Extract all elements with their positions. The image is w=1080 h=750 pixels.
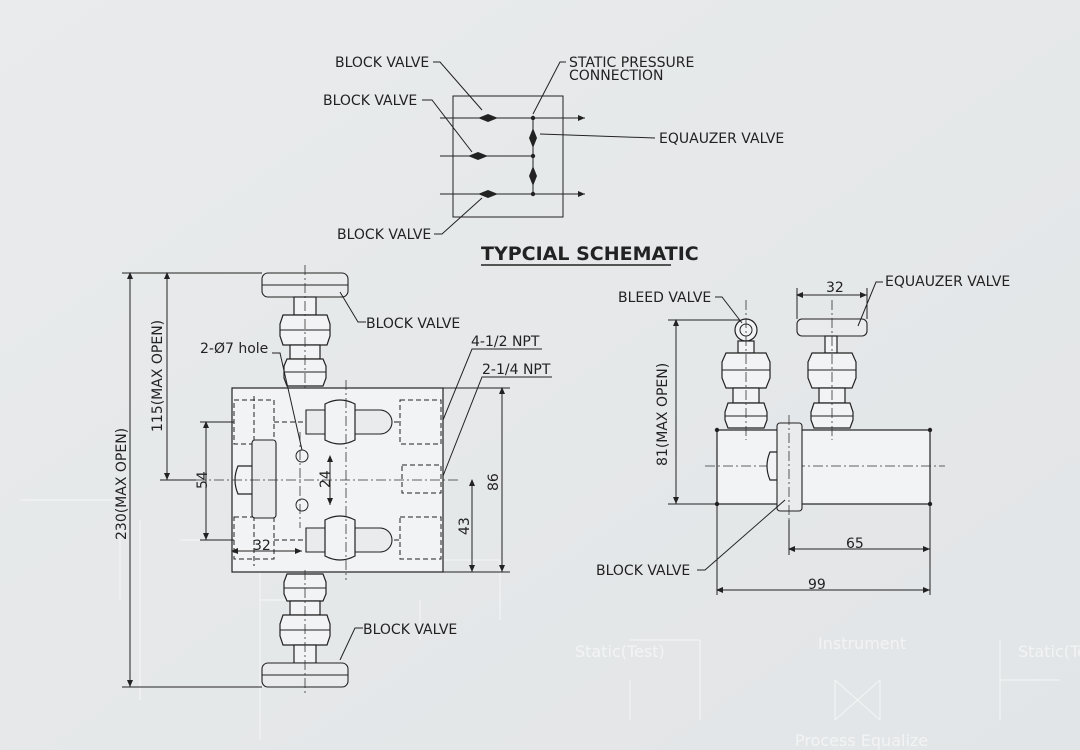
dim-32-front: 32 — [253, 538, 271, 554]
bleed-valve-label: BLEED VALVE — [618, 290, 711, 306]
side-block-valve — [776, 422, 803, 512]
dim-99: 99 — [808, 577, 826, 593]
front-block-valve-top-label: BLOCK VALVE — [366, 316, 460, 332]
background-watermark-diagram: Static(Test) Instrument Static(Te Proces… — [20, 499, 1080, 750]
dim-81-max-open: 81(MAX OPEN) — [655, 363, 671, 466]
npt-quarter-note: 2-1/4 NPT — [482, 362, 551, 378]
static-pressure-label-line2: CONNECTION — [569, 68, 664, 84]
schematic-block-valve-top-label: BLOCK VALVE — [335, 55, 429, 71]
side-block-valve-label: BLOCK VALVE — [596, 563, 690, 579]
front-block-valve-bottom-label: BLOCK VALVE — [363, 622, 457, 638]
bg-static-test-right: Static(Te — [1018, 642, 1080, 661]
schematic-block-valve-mid-label: BLOCK VALVE — [323, 93, 417, 109]
front-view: BLOCK VALVE BLOCK VALVE 2-Ø7 hole 4-1/2 … — [114, 265, 552, 695]
dim-54: 54 — [195, 471, 211, 489]
schematic-title: TYPCIAL SCHEMATIC — [481, 243, 699, 265]
side-body — [716, 429, 931, 505]
schematic-block-valve-bottom-label: BLOCK VALVE — [337, 227, 431, 243]
bg-process-equalize: Process Equalize — [795, 731, 928, 750]
mounting-hole-2 — [295, 498, 309, 512]
dim-86: 86 — [486, 473, 502, 491]
dim-43: 43 — [457, 517, 473, 535]
side-view: BLEED VALVE EQUAUZER VALVE BLOCK VALVE 3… — [596, 274, 1010, 595]
typical-schematic: BLOCK VALVE BLOCK VALVE BLOCK VALVE STAT… — [323, 55, 784, 266]
dim-24: 24 — [318, 470, 334, 488]
side-equalizer-valve-label: EQUAUZER VALVE — [885, 274, 1010, 290]
schematic-equalizer-valve-label: EQUAUZER VALVE — [659, 131, 784, 147]
dim-65: 65 — [846, 536, 864, 552]
dim-32-side: 32 — [826, 280, 844, 296]
dim-230-max-open: 230(MAX OPEN) — [114, 428, 130, 540]
static-pressure-label-line1: STATIC PRESSURE — [569, 55, 694, 71]
bg-static-test-left: Static(Test) — [575, 642, 665, 661]
npt-half-note: 4-1/2 NPT — [471, 334, 540, 350]
bg-instrument: Instrument — [818, 634, 906, 653]
hole-note: 2-Ø7 hole — [200, 341, 268, 357]
dim-115-max-open: 115(MAX OPEN) — [150, 320, 166, 432]
